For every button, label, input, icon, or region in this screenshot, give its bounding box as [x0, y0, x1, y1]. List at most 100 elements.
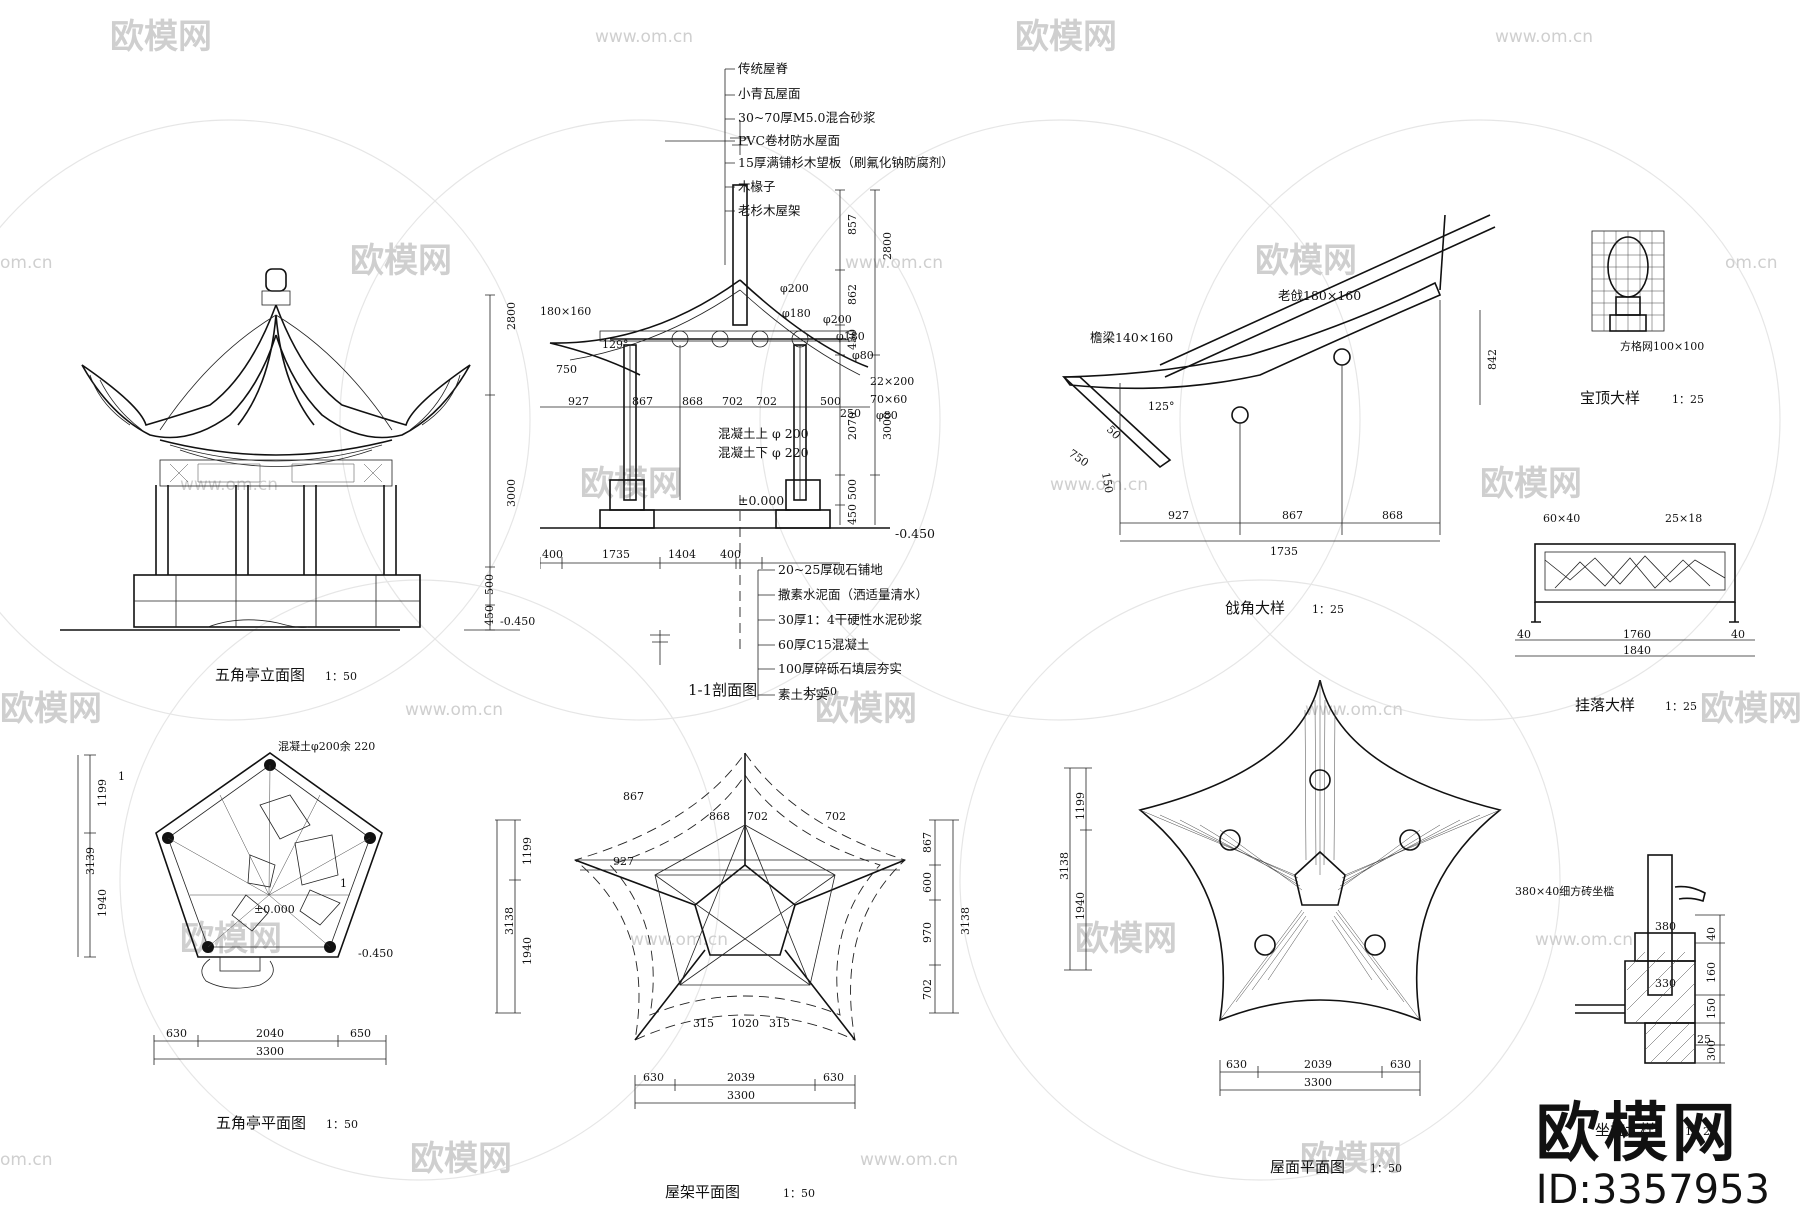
watermark-url: www.om.cn [180, 475, 278, 495]
sec-phi200a: φ200 [780, 282, 809, 295]
plan-level1: -0.450 [358, 947, 393, 960]
corner-b: 750 [1066, 447, 1091, 470]
plan-note: 混凝土φ200余 220 [278, 739, 375, 753]
sec-hdim: 702 [722, 395, 743, 408]
floor-layer: 素土夯实 [778, 687, 828, 702]
watermark-logo: 欧模网 [350, 241, 452, 281]
roof-frame-plan: 867 868 702 702 927 315 1020 315 1199 19… [495, 752, 972, 1201]
watermark-logo: 欧模网 [580, 464, 682, 504]
corner-total: 1735 [1270, 545, 1298, 558]
sec-basedim: 400 [542, 548, 563, 561]
railing-dim: 40 [1731, 628, 1745, 641]
id-badge: 欧模网 ID:3357953 [1536, 1102, 1770, 1214]
finial-scale: 1：25 [1672, 393, 1704, 406]
watermark-logo: 欧模网 [0, 689, 102, 729]
corner-dim: 868 [1382, 509, 1403, 522]
railing-dim: 1760 [1623, 628, 1651, 641]
watermark-url: www.om.cn [1050, 475, 1148, 495]
roof-layer: 30~70厚M5.0混合砂浆 [738, 110, 876, 125]
watermark-url: www.om.cn [860, 1150, 958, 1170]
sill-label: 25 [1697, 1033, 1711, 1046]
elev-level: -0.450 [500, 615, 535, 628]
plan-caption: 五角亭平面图 [216, 1114, 306, 1132]
watermark-logo: 欧模网 [110, 17, 212, 57]
corner-scale: 1：25 [1312, 603, 1344, 616]
frame-label: 868 [709, 810, 730, 823]
frame-rtotal: 3138 [959, 907, 972, 935]
plan-mark: 1 [340, 877, 347, 890]
section-scale: 1：50 [805, 685, 837, 698]
roofplan-total: 3300 [1304, 1076, 1332, 1089]
roof-layer: 木椽子 [738, 179, 776, 194]
plan-mark: 1 [118, 770, 125, 783]
plan-dim: 2040 [256, 1027, 284, 1040]
watermark-url: www.om.cn [595, 27, 693, 47]
sec-beam: 180×160 [540, 305, 591, 318]
corner-c: 150 [1099, 471, 1115, 494]
frame-rdim: 867 [921, 832, 934, 853]
sill-note: 380×40细方砖坐槛 [1515, 884, 1614, 898]
sill-detail: 380×40细方砖坐槛 380 330 40 160 150 25 300 坐槛… [1515, 854, 1725, 1139]
watermark-logo: 欧模网 [1700, 689, 1800, 729]
floor-layer: 30厚1：4干硬性水泥砂浆 [778, 612, 923, 627]
frame-scale: 1：50 [783, 1187, 815, 1200]
frame-inner: 315 [693, 1017, 714, 1030]
watermark-url: om.cn [0, 253, 53, 273]
sill-label: 160 [1705, 962, 1718, 983]
sec-r22: 22×200 [870, 375, 914, 388]
sec-basedim: 1735 [602, 548, 630, 561]
sill-label: 330 [1655, 977, 1676, 990]
watermark-logo: 欧模网 [1015, 17, 1117, 57]
watermark-logo: 欧模网 [1075, 919, 1177, 959]
railing-b: 25×18 [1665, 512, 1702, 525]
sec-vdim: 2800 [881, 232, 894, 260]
sec-vdim: 2070 [846, 412, 859, 440]
elevation-scale: 1：50 [325, 670, 357, 683]
sec-phi80a: φ80 [852, 349, 874, 362]
floor-layer: 60厚C15混凝土 [778, 637, 869, 652]
finial-caption: 宝顶大样 [1580, 389, 1640, 407]
watermark-url: www.om.cn [845, 253, 943, 273]
plan-vtotal: 3139 [84, 847, 97, 875]
plan-dim: 650 [350, 1027, 371, 1040]
elev-dim-base: 500 [483, 574, 496, 595]
sec-eave: 750 [556, 363, 577, 376]
railing-detail: 60×40 25×18 40 1760 40 1840 挂落大样 1：25 [1515, 512, 1755, 714]
sec-hdim: 250 [840, 407, 861, 420]
watermark-url: www.om.cn [1495, 27, 1593, 47]
roof-layer: PVC卷材防水屋面 [738, 133, 840, 148]
section-floor-layers: 20~25厚砚石铺地 撒素水泥面（洒适量清水） 30厚1：4干硬性水泥砂浆 60… [757, 562, 928, 702]
roof-layer: 传统屋脊 [738, 61, 789, 76]
sill-label: 150 [1705, 998, 1718, 1019]
finial-grid: 方格网100×100 [1620, 339, 1704, 353]
watermark-logo: 欧模网 [1300, 1139, 1402, 1179]
plan-dim: 630 [166, 1027, 187, 1040]
roof-layer: 15厚满铺杉木望板（刷氟化钠防腐剂） [738, 155, 954, 170]
sec-vdim: 3000 [881, 412, 894, 440]
roof-layer: 老杉木屋架 [738, 203, 801, 218]
frame-caption: 屋架平面图 [665, 1183, 740, 1201]
sec-col-upper: 混凝土上 φ 200 [718, 426, 809, 441]
roofplan-scale: 1：50 [1370, 1162, 1402, 1175]
roofplan-vdim: 1940 [1074, 892, 1087, 920]
frame-dim: 630 [643, 1071, 664, 1084]
floor-layer: 撒素水泥面（洒适量清水） [778, 587, 928, 602]
floor-layer: 100厚碎砾石填层夯实 [778, 661, 902, 676]
roofplan-dim: 630 [1226, 1058, 1247, 1071]
railing-scale: 1：25 [1665, 700, 1697, 713]
watermark-url: om.cn [1725, 253, 1778, 273]
sec-phi200b: φ200 [823, 313, 852, 326]
frame-ldim: 1199 [521, 837, 534, 865]
section-roof-layers: 传统屋脊 小青瓦屋面 30~70厚M5.0混合砂浆 PVC卷材防水屋面 15厚满… [665, 61, 954, 265]
sec-hdim: 927 [568, 395, 589, 408]
sec-hdim: 867 [632, 395, 653, 408]
corner-h: 842 [1486, 349, 1499, 370]
roofplan-dim: 630 [1390, 1058, 1411, 1071]
product-id: ID:3357953 [1535, 1167, 1770, 1213]
elev-dim-foot: 450 [483, 605, 496, 626]
plan-total: 3300 [256, 1045, 284, 1058]
sec-hdim: 868 [682, 395, 703, 408]
watermark-logo: 欧模网 [410, 1139, 512, 1179]
frame-label: 702 [825, 810, 846, 823]
